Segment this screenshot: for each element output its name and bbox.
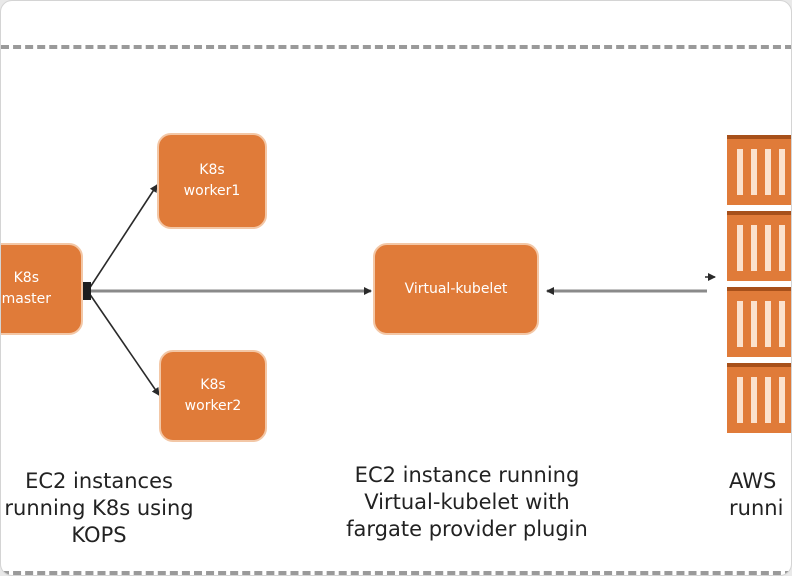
fargate-task-4 [727,363,791,433]
arrow-master-to-worker1 [88,184,158,290]
k8s-worker2-node: K8s worker2 [159,350,267,442]
virtual-kubelet-label: Virtual-kubelet [404,280,508,297]
caption-ec2-kops: EC2 instances running K8s using KOPS [4,469,194,547]
k8s-worker2-label: K8s worker2 [184,377,242,414]
fargate-task-2 [727,211,791,281]
fargate-task-3 [727,287,791,357]
k8s-worker1-label: K8s worker1 [183,162,241,199]
bottom-dashed-divider [1,571,791,575]
master-connector-handle [83,282,91,300]
k8s-master-label: K8s master [1,270,51,307]
caption-ec2-virtual-kubelet: EC2 instance running Virtual-kubelet wit… [346,463,588,541]
k8s-master-node: K8s master [1,243,83,335]
virtual-kubelet-node: Virtual-kubelet [373,243,539,335]
fargate-task-icon [727,135,791,437]
caption-aws-fargate: AWS runni [729,469,784,520]
fargate-task-1 [727,135,791,205]
k8s-worker1-node: K8s worker1 [157,133,267,229]
top-dashed-divider [1,45,791,49]
arrow-master-to-worker2 [88,292,160,396]
